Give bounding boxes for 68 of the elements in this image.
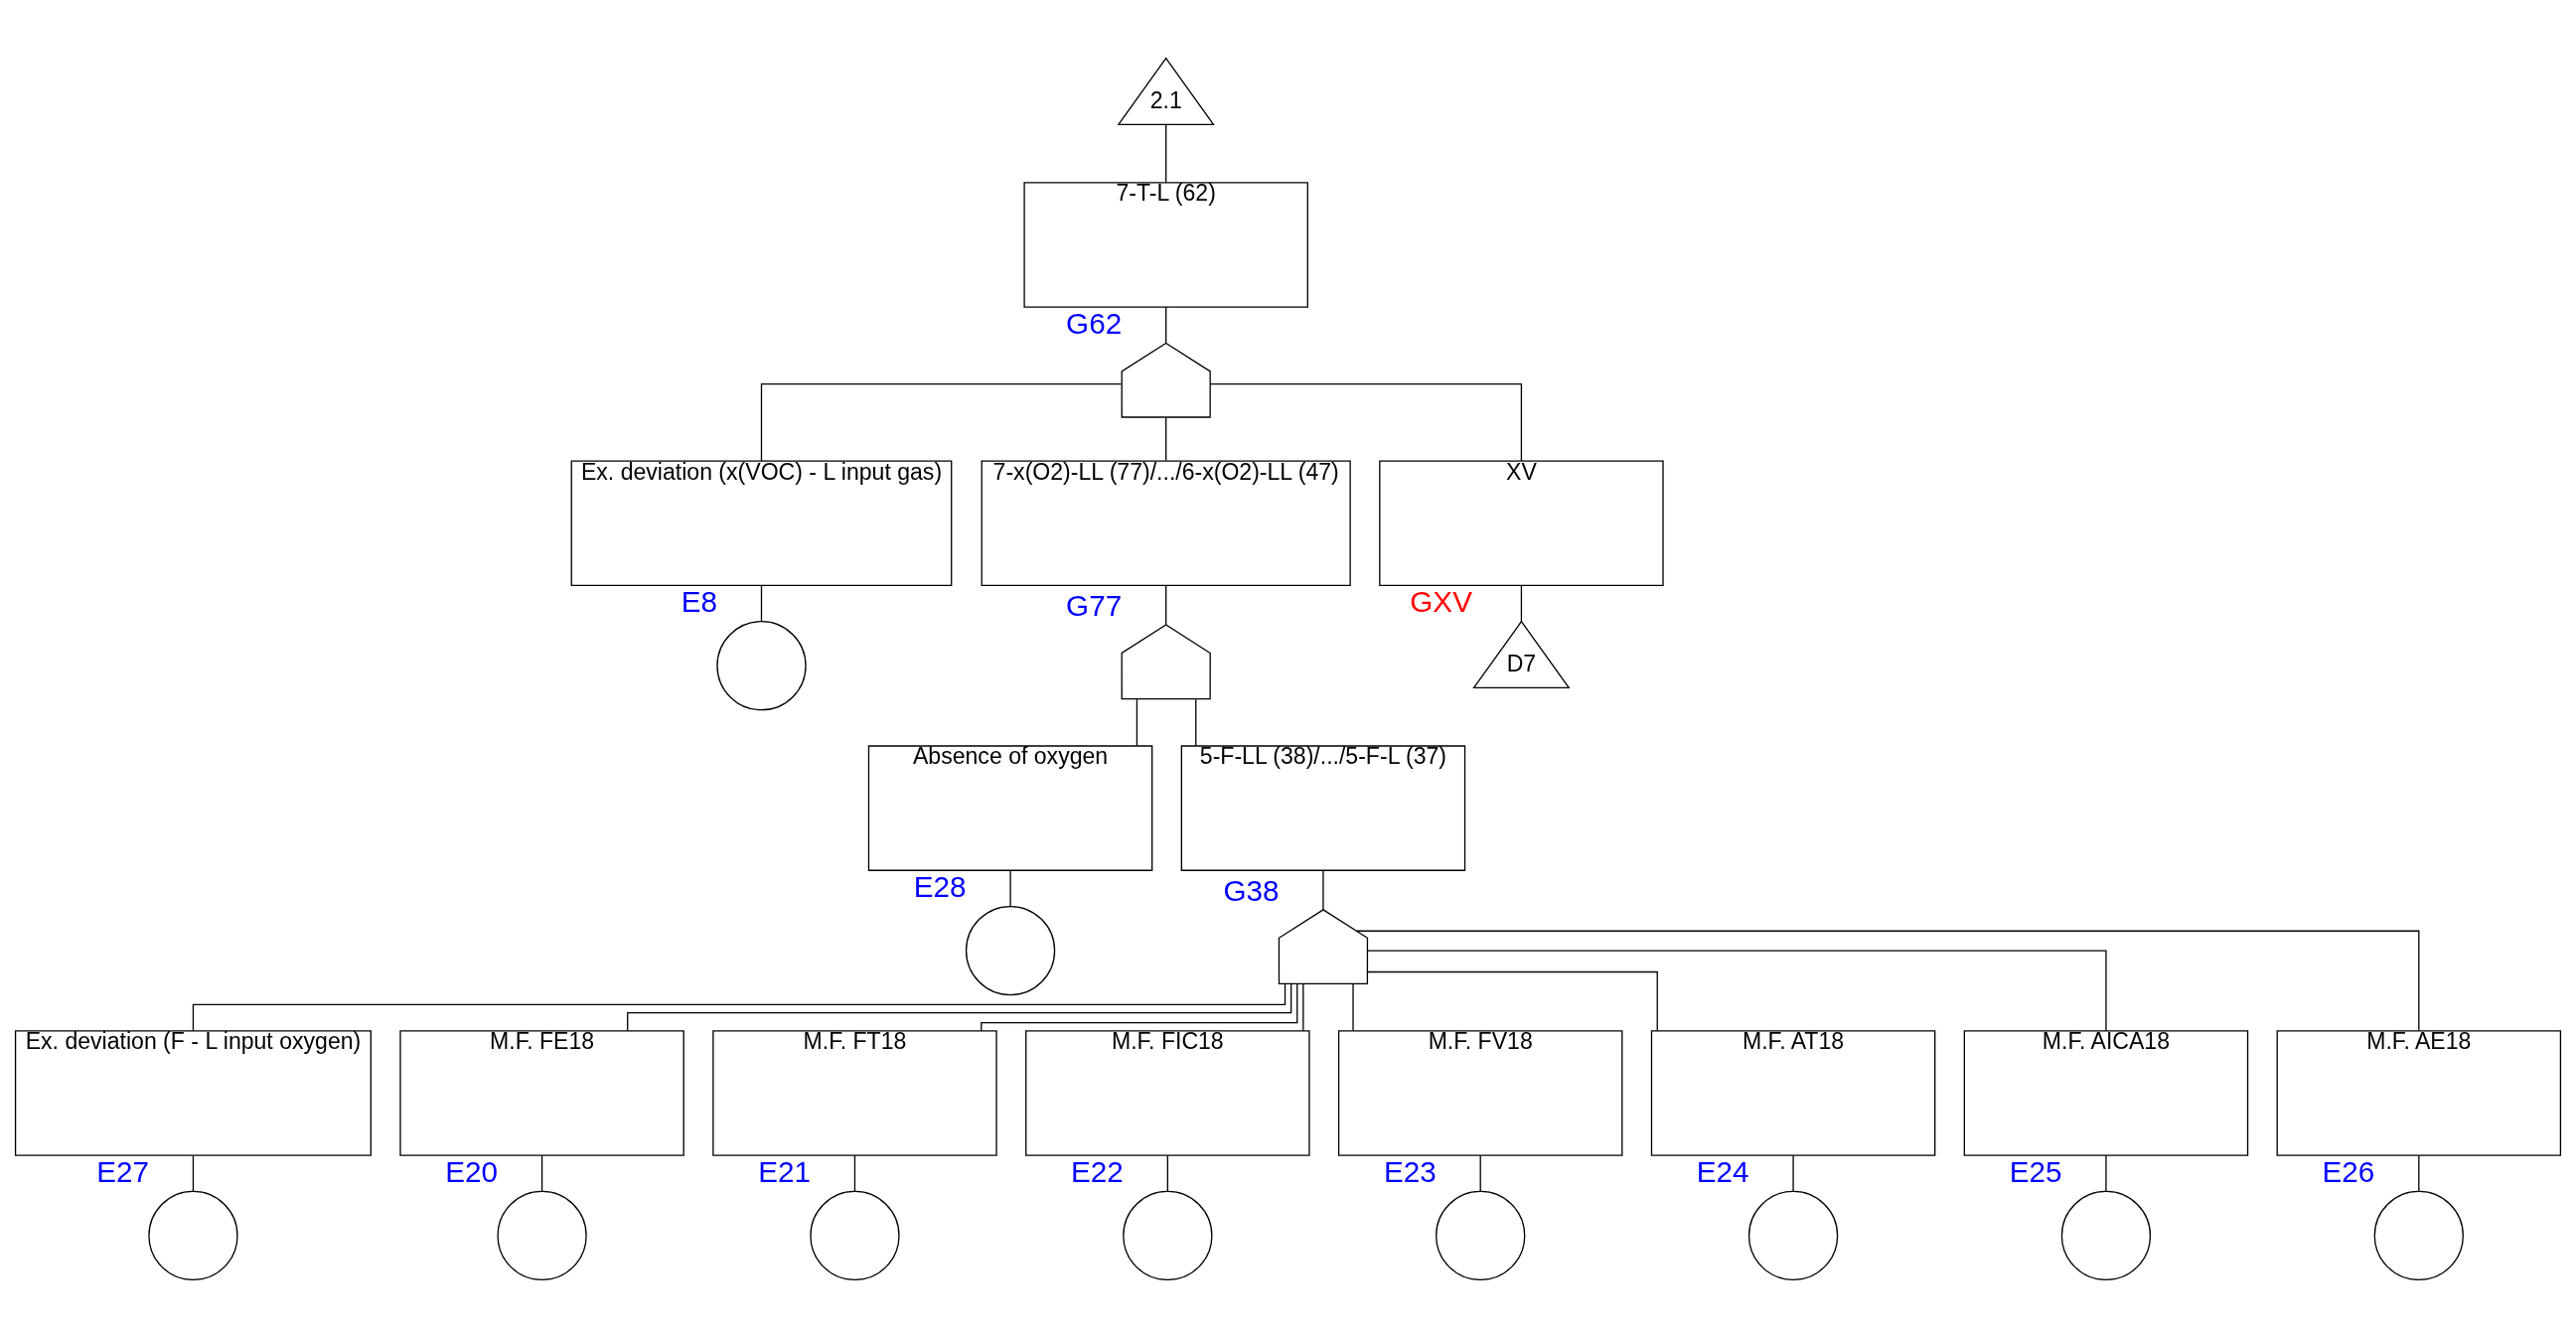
node-box: M.F. AT18 xyxy=(1650,1029,1936,1156)
connector xyxy=(1352,982,1354,1031)
node-label: E24 xyxy=(1696,1154,1749,1188)
connector xyxy=(1520,584,1523,622)
node-label: G62 xyxy=(1066,306,1123,340)
node-gate xyxy=(1278,908,1369,984)
node-circle xyxy=(2373,1190,2464,1280)
connector xyxy=(1136,698,1138,746)
node-box: M.F. FIC18 xyxy=(1025,1029,1310,1156)
connector xyxy=(760,584,763,622)
connector xyxy=(1366,949,2107,1031)
connector xyxy=(2105,1154,2107,1192)
connector xyxy=(192,1154,195,1192)
connector xyxy=(760,382,1123,462)
node-box: 7-x(O2)-LL (77)/.../6-x(O2)-LL (47) xyxy=(981,459,1351,586)
node-box: M.F. AE18 xyxy=(2276,1029,2562,1156)
connector xyxy=(627,982,1292,1031)
node-box: M.F. FT18 xyxy=(712,1029,997,1156)
node-circle xyxy=(1747,1190,1839,1280)
node-circle xyxy=(497,1190,587,1280)
connector xyxy=(1009,869,1011,907)
connector xyxy=(1165,306,1167,344)
node-circle xyxy=(2060,1190,2152,1280)
node-label: E28 xyxy=(913,869,967,903)
connector xyxy=(1479,1154,1481,1192)
connector xyxy=(1355,930,2420,1031)
node-box: 5-F-LL (38)/.../5-F-L (37) xyxy=(1180,744,1466,871)
connector xyxy=(1166,1154,1168,1192)
node-label: G77 xyxy=(1066,588,1123,622)
node-box: XV xyxy=(1379,459,1664,586)
node-circle xyxy=(1436,1190,1526,1280)
connector xyxy=(1209,382,1523,462)
node-label: E22 xyxy=(1071,1154,1124,1188)
connector xyxy=(540,1154,543,1192)
node-label: E25 xyxy=(2009,1154,2062,1188)
node-circle xyxy=(810,1190,900,1280)
node-box: M.F. FV18 xyxy=(1337,1029,1623,1156)
node-label: E21 xyxy=(758,1154,811,1188)
node-gate xyxy=(1121,623,1211,699)
node-circle xyxy=(965,905,1056,995)
connector xyxy=(2418,1154,2420,1192)
node-box: Ex. deviation (F - L input oxygen) xyxy=(14,1029,372,1156)
node-label: GXV xyxy=(1410,584,1472,618)
connector xyxy=(1195,698,1197,746)
node-box: 7-T-L (62) xyxy=(1023,181,1308,308)
node-box: Ex. deviation (x(VOC) - L input gas) xyxy=(570,459,953,586)
connector xyxy=(1165,123,1167,183)
node-label: E8 xyxy=(681,584,717,618)
connector xyxy=(1792,1154,1794,1192)
node-label: E27 xyxy=(96,1154,149,1188)
node-label: E26 xyxy=(2322,1154,2375,1188)
connector xyxy=(1302,982,1304,1031)
node-label: E20 xyxy=(445,1154,499,1188)
node-circle xyxy=(148,1190,238,1280)
node-circle xyxy=(716,620,807,710)
node-circle xyxy=(1123,1190,1213,1280)
connector xyxy=(1165,584,1167,625)
node-label: G38 xyxy=(1223,873,1280,907)
connector xyxy=(981,982,1298,1031)
connector xyxy=(853,1154,856,1192)
connector xyxy=(1366,970,1658,1031)
node-box: Absence of oxygen xyxy=(867,744,1153,871)
node-gate xyxy=(1121,342,1211,418)
connector xyxy=(1322,869,1324,910)
node-box: M.F. FE18 xyxy=(399,1029,684,1156)
connector xyxy=(1165,416,1167,461)
node-label: E23 xyxy=(1383,1154,1437,1188)
node-box: M.F. AICA18 xyxy=(1963,1029,2249,1156)
